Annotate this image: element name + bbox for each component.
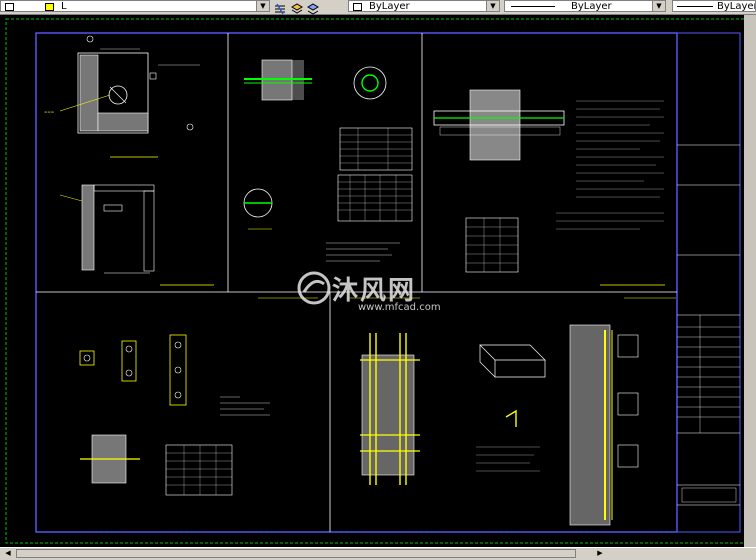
panel-anchor-details: [243, 59, 413, 262]
layer-on-icon: [5, 3, 14, 11]
watermark-logo-icon: [297, 271, 331, 305]
cad-drawing: ===: [5, 18, 751, 544]
watermark: 沐风网 www.mfcad.com: [296, 270, 456, 318]
properties-toolbar: L ▼ ByLayer ▼ ByLayer ▼ ByLayer: [0, 0, 756, 15]
make-layer-current-icon[interactable]: [274, 0, 287, 15]
layer-dropdown[interactable]: L ▼: [0, 0, 270, 12]
color-value: ByLayer: [369, 1, 410, 12]
linetype-value: ByLayer: [571, 1, 612, 12]
layer-states-icon[interactable]: [290, 0, 303, 14]
scroll-left-icon[interactable]: ◀: [5, 549, 11, 557]
scroll-thumb[interactable]: [16, 549, 576, 558]
linetype-preview: [511, 1, 559, 11]
panel-curtain-wall-section: [433, 89, 665, 286]
title-block-border: [676, 32, 741, 533]
layer-color-swatch-icon: [45, 3, 54, 11]
panel-dividers: [36, 33, 677, 532]
color-swatch-icon: [353, 3, 362, 11]
linetype-dropdown[interactable]: ByLayer ▼: [504, 0, 666, 12]
lineweight-dropdown[interactable]: ByLayer: [672, 0, 756, 12]
layer-name: L: [61, 1, 67, 12]
panel-wall-section: [59, 184, 214, 286]
chevron-down-icon[interactable]: ▼: [652, 1, 665, 11]
watermark-url: www.mfcad.com: [358, 302, 441, 313]
lineweight-preview: [677, 1, 717, 11]
lineweight-value: ByLayer: [717, 1, 756, 12]
chevron-down-icon[interactable]: ▼: [486, 1, 499, 11]
title-block-grid: [677, 315, 740, 433]
title-block-rows: [677, 144, 740, 506]
layer-previous-icon[interactable]: [306, 0, 319, 15]
chevron-down-icon[interactable]: ▼: [256, 1, 269, 11]
panel-embed-plates: [79, 297, 318, 496]
scroll-right-icon[interactable]: ▶: [597, 549, 603, 557]
color-dropdown[interactable]: ByLayer ▼: [348, 0, 500, 12]
watermark-brand: 沐风网: [332, 276, 417, 306]
horizontal-scrollbar[interactable]: ◀ ▶: [0, 547, 756, 560]
title-block-name-cell: [681, 487, 737, 503]
panel-wall-elevation: [569, 297, 676, 526]
vertical-scrollbar[interactable]: [744, 15, 756, 547]
panel-wall-plan: ===: [44, 35, 200, 158]
svg-text:===: ===: [44, 109, 54, 114]
drawing-canvas[interactable]: ===: [0, 15, 756, 547]
panel-bracket-iso: [476, 344, 546, 472]
panel-column-connection: [350, 297, 420, 485]
